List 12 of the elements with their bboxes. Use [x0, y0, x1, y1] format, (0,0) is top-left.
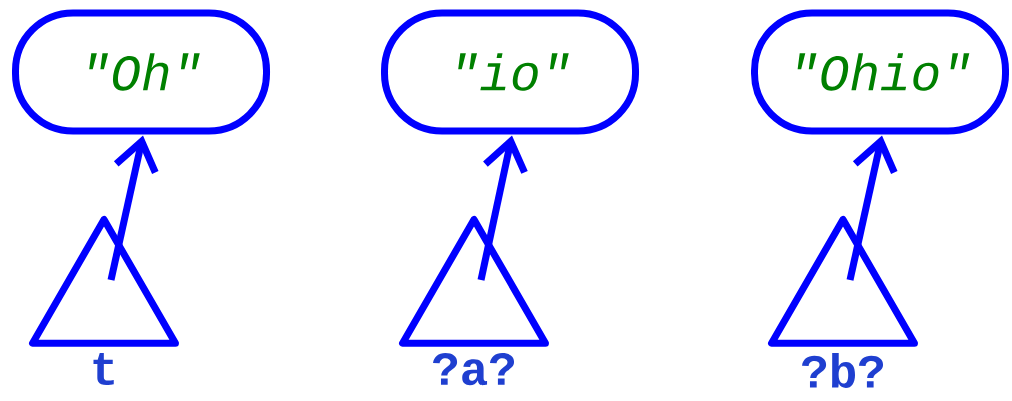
arrow [846, 135, 898, 281]
triangle: ?b? [768, 216, 918, 388]
node-label: t [93, 353, 114, 386]
triangle: t [29, 216, 179, 386]
node-label: ?b? [802, 353, 884, 388]
triangle: ?a? [399, 216, 549, 386]
node-label: ?a? [433, 353, 515, 386]
rounded-box: "Ohio" [751, 9, 1010, 135]
rounded-box: "io" [381, 9, 640, 135]
arrow [107, 135, 159, 281]
arrow [477, 135, 528, 281]
rounded-box: "Oh" [12, 9, 271, 135]
